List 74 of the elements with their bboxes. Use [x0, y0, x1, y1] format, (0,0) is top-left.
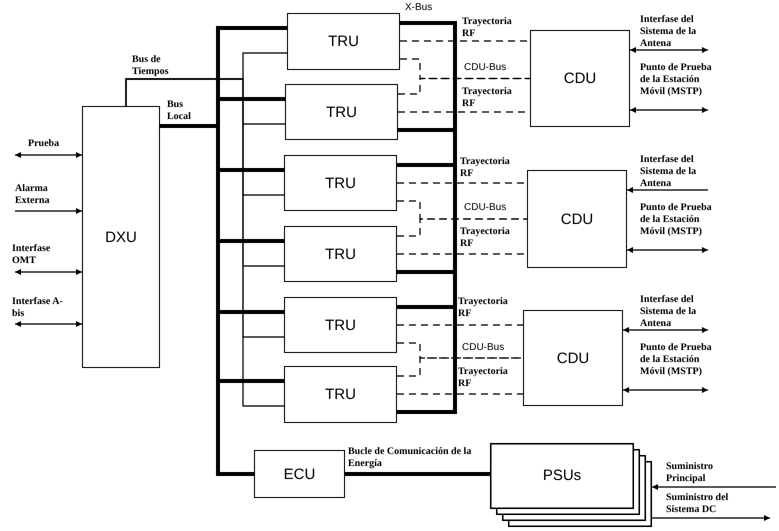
- unit-name: TRU: [325, 316, 356, 334]
- edge-label: Bus Local: [167, 99, 192, 123]
- unit-box: [530, 30, 630, 127]
- arrow: [15, 269, 82, 275]
- edge-label: Interfase del Sistema de la Antena: [640, 294, 698, 330]
- arrow: [630, 107, 708, 113]
- unit-box: [523, 310, 623, 406]
- dashed-line: [397, 342, 523, 359]
- edge-label: Punto de Prueba de la Estación Móvil (MSTP): [640, 202, 713, 238]
- arrow: [623, 387, 708, 393]
- dashed-line: [397, 200, 527, 220]
- unit-name: CDU: [560, 210, 594, 228]
- unit-box: [285, 84, 398, 140]
- arrow: [627, 187, 708, 193]
- arrow: [652, 515, 770, 521]
- bus-line: [160, 124, 254, 476]
- edge-label: Interfase A-bis: [12, 296, 64, 320]
- arrow: [630, 47, 708, 53]
- dashed-line: [397, 393, 523, 395]
- unit-name: TRU: [325, 174, 356, 192]
- edge-label: Trayectoria RF: [462, 86, 513, 110]
- dashed-line: [398, 78, 530, 95]
- connector-line: [125, 78, 284, 407]
- arrow: [15, 208, 82, 214]
- dashed-line: [397, 253, 527, 255]
- arrow: [15, 321, 82, 327]
- edge-label: Trayectoria RF: [460, 156, 511, 180]
- unit-name: TRU: [326, 104, 357, 120]
- unit-box: [284, 297, 397, 353]
- edge-label: Interfase del Sistema de la Antena: [640, 14, 698, 50]
- unit-box: [527, 170, 627, 268]
- edge-label: Interfase del Sistema de la Antena: [640, 154, 698, 190]
- edge-label: Trayectoria RF: [458, 366, 509, 390]
- arrow: [652, 484, 776, 490]
- edge-label: Trayectoria RF: [462, 16, 513, 40]
- edge-label: Suministro Principal: [666, 461, 714, 485]
- edge-label: CDU-Bus: [462, 342, 504, 354]
- edge-label: Bus de Tiempos: [132, 54, 170, 78]
- edge-label: Bucle de Comunicación de la Energía: [348, 446, 472, 470]
- unit-box: [284, 366, 397, 423]
- edge-label: CDU-Bus: [464, 62, 506, 74]
- edge-label: Trayectoria RF: [458, 296, 509, 320]
- dashed-line: [397, 218, 527, 237]
- edge-label: X-Bus: [405, 2, 432, 14]
- edge-label: Trayectoria RF: [460, 226, 511, 250]
- edge-label: Prueba: [28, 138, 60, 150]
- arrow: [627, 247, 708, 253]
- arrow: [623, 327, 708, 333]
- edge-label: Suministro del Sistema DC: [666, 492, 730, 516]
- unit-name: CDU: [556, 350, 590, 366]
- unit-box: [287, 13, 400, 70]
- unit-box: [82, 106, 160, 368]
- unit-name: CDU: [564, 70, 596, 87]
- edge-label: Punto de Prueba de la Estación Móvil (MSTP): [640, 62, 713, 98]
- edge-label: Alarma Externa: [15, 183, 50, 207]
- unit-box: [254, 450, 345, 498]
- unit-name: DXU: [105, 228, 137, 246]
- bus-line: [397, 305, 457, 414]
- edge-label: Punto de Prueba de la Estación Móvil (MSTP): [640, 342, 713, 378]
- edge-label: CDU-Bus: [464, 202, 506, 214]
- unit-name: PSUs: [542, 466, 582, 486]
- unit-box: [284, 226, 397, 282]
- bus-line: [345, 472, 490, 476]
- stacked-unit-box: [490, 443, 652, 527]
- unit-name: TRU: [328, 33, 359, 50]
- edge-label: Interfase OMT: [12, 243, 52, 267]
- unit-name: ECU: [284, 466, 316, 482]
- unit-box: [284, 155, 397, 211]
- dashed-line: [397, 324, 523, 326]
- unit-name: TRU: [325, 386, 356, 403]
- unit-name: TRU: [325, 246, 356, 262]
- arrow: [15, 152, 82, 158]
- dashed-line: [400, 40, 530, 42]
- dashed-line: [397, 182, 527, 184]
